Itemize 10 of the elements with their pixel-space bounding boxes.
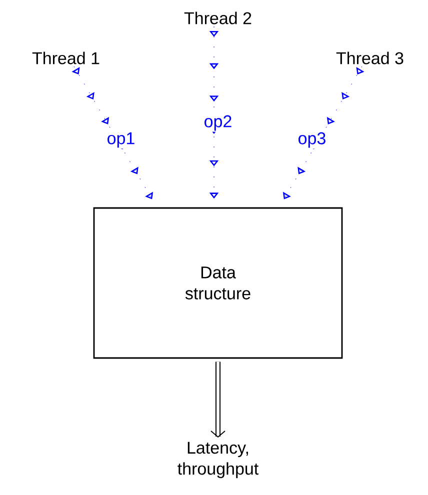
edge-label: op1 — [106, 131, 136, 149]
thread-label: Thread 2 — [184, 12, 252, 24]
arrow — [282, 66, 364, 202]
result-label: Latency, throughput — [178, 442, 258, 478]
edge-label: op3 — [296, 131, 328, 149]
thread-label: Thread 3 — [336, 52, 404, 64]
double-arrow — [210, 362, 226, 438]
edge-label: op2 — [202, 114, 234, 132]
thread-label: Thread 1 — [32, 52, 100, 64]
data-structure-box: Data structure — [93, 207, 343, 359]
